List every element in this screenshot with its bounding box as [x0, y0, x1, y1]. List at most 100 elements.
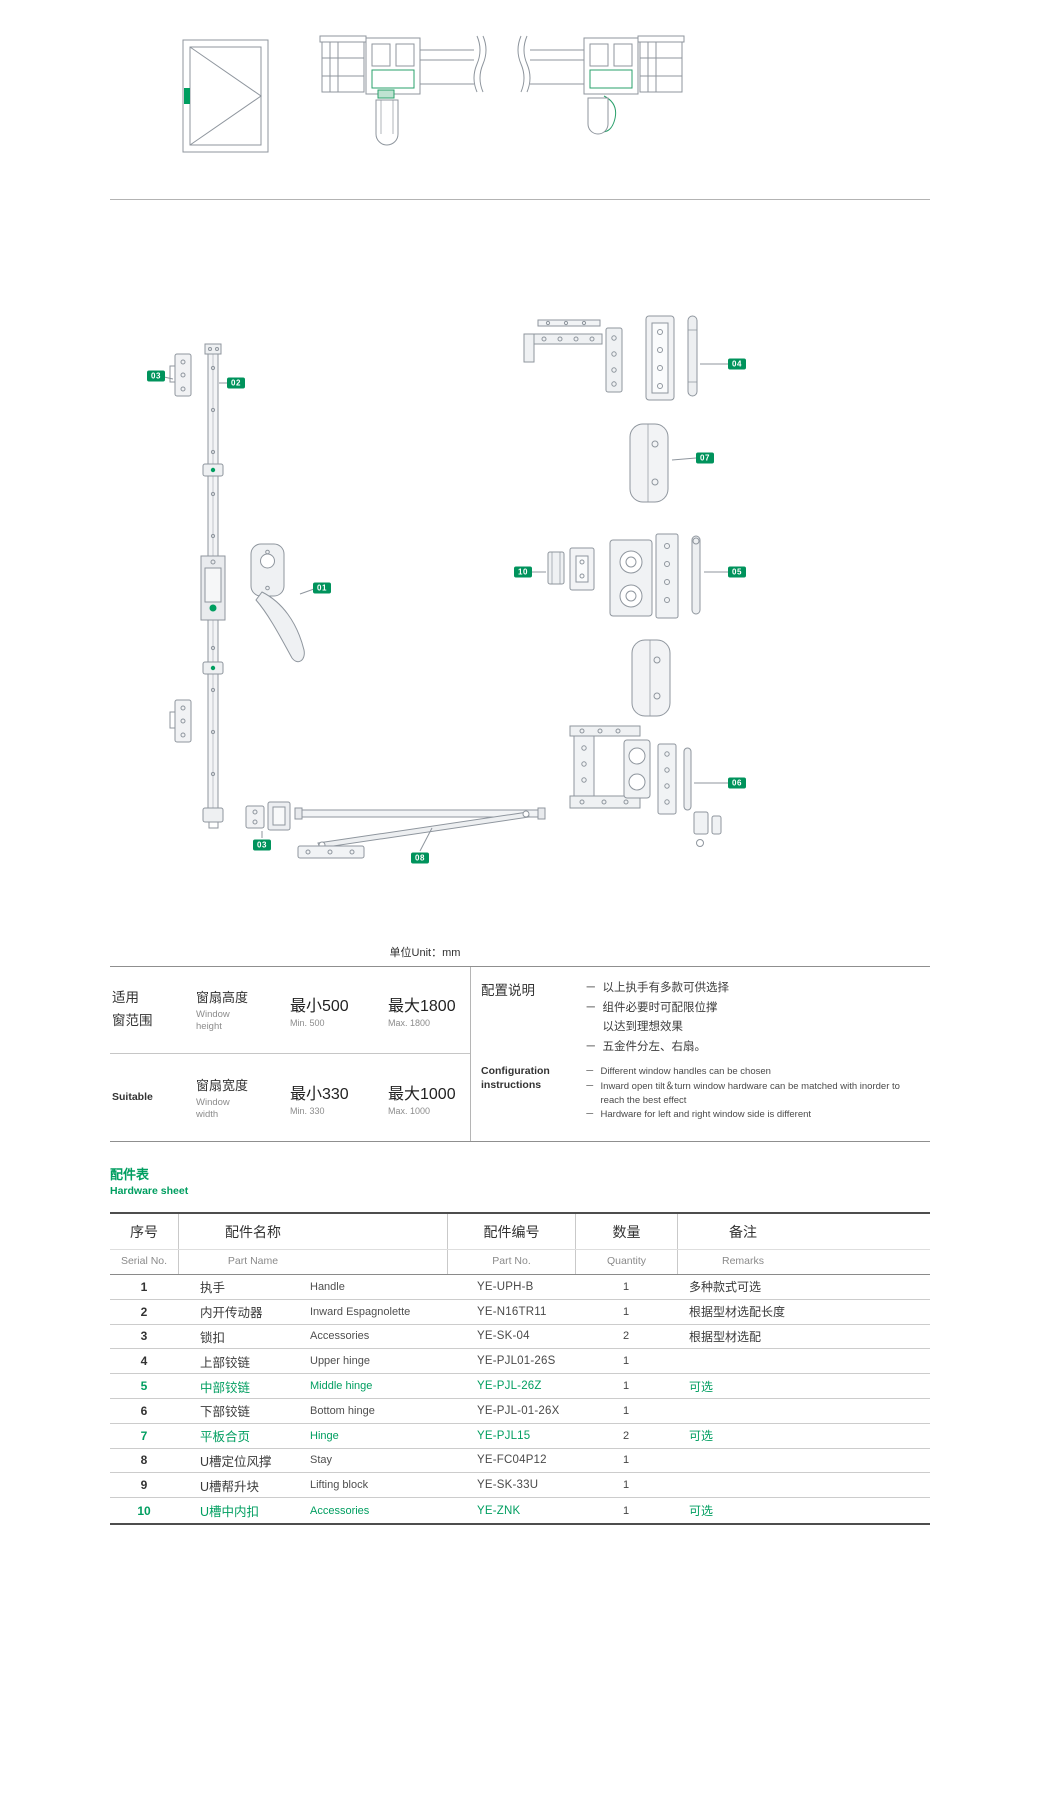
cell-en: Stay — [310, 1454, 333, 1467]
cell-qty: 1 — [622, 1305, 630, 1318]
cell-zh: 下部铰链 — [200, 1405, 251, 1420]
espagnolette-drawing — [200, 343, 226, 829]
cell-rk: 根据型材选配 — [689, 1329, 762, 1344]
col-serial-zh: 序号 — [130, 1224, 158, 1240]
config-bullet: －Hardware for left and right window side… — [585, 1109, 812, 1121]
width-min-zh: 最小330 — [290, 1085, 349, 1103]
config-bullets-zh: －以上执手有多款可供选择 －组件必要时可配限位撑 以达到理想效果 －五金件分左、右扇… — [585, 979, 930, 1065]
height-param-en: Window height — [196, 1009, 230, 1032]
cell-qty: 1 — [622, 1454, 630, 1467]
config-bullet: －五金件分左、右扇。 — [585, 1040, 706, 1053]
height-min-en: Min. 500 — [290, 1018, 325, 1028]
col-name-zh: 配件名称 — [178, 1214, 447, 1249]
height-param-zh: 窗扇高度 — [196, 990, 249, 1006]
cell-en: Handle — [310, 1280, 345, 1293]
cell-no: YE-SK-04 — [477, 1330, 530, 1343]
cell-serial: 6 — [140, 1403, 148, 1418]
cell-zh: U槽帮升块 — [200, 1479, 260, 1494]
cell-en: Lifting block — [310, 1479, 369, 1492]
cell-en: Accessories — [310, 1330, 370, 1343]
cell-en: Accessories — [310, 1504, 370, 1517]
height-min-zh: 最小500 — [290, 998, 349, 1015]
cell-qty: 2 — [622, 1330, 630, 1343]
cell-serial: 9 — [140, 1478, 148, 1493]
cell-rk: 可选 — [689, 1429, 714, 1444]
cell-no: YE-PJL-01-26X — [477, 1404, 560, 1417]
cell-no: YE-PJL01-26S — [477, 1355, 556, 1368]
parts-table-body: 1 执手 Handle YE-UPH-B 1 多种款式可选 2 内开传动器 Inward Esp… — [110, 1275, 930, 1523]
config-title-en: Configuration instructions — [481, 1065, 550, 1091]
width-max-en: Max. 1000 — [388, 1105, 431, 1116]
cell-en: Inward Espagnolette — [310, 1305, 411, 1318]
stay-drawing — [294, 807, 546, 859]
callout-leader-lines — [163, 363, 728, 852]
cell-en: Upper hinge — [310, 1355, 370, 1368]
cell-qty: 1 — [622, 1479, 630, 1492]
col-no-en: Part No. — [447, 1250, 575, 1274]
cell-rk: 可选 — [689, 1504, 714, 1519]
width-min-en: Min. 330 — [290, 1105, 325, 1116]
keeper-drawing — [169, 353, 291, 831]
config-bullet: －以上执手有多款可供选择 — [585, 982, 729, 994]
cell-qty: 1 — [622, 1504, 630, 1517]
col-name-en: Part Name — [178, 1250, 447, 1274]
bottom-hinge-drawing — [569, 725, 722, 847]
specs-table: 适用 窗范围 窗扇高度 Window height 最小500 Min. 500… — [110, 966, 930, 1142]
cell-no: YE-ZNK — [477, 1504, 521, 1517]
cell-rk: 可选 — [689, 1379, 714, 1394]
cell-rk: 多种款式可选 — [689, 1280, 762, 1295]
cell-zh: 锁扣 — [200, 1330, 226, 1345]
cell-serial: 8 — [140, 1453, 148, 1468]
parts-table: 序号 配件名称 配件编号 数量 备注 Serial No. Part Name … — [110, 1212, 930, 1525]
cell-zh: 平板合页 — [200, 1430, 251, 1445]
width-param-en: Window width — [196, 1096, 230, 1120]
range-label-zh: 适用 窗范围 — [112, 990, 153, 1028]
unit-label: 单位Unit：mm — [389, 947, 461, 959]
height-max-en: Max. 1800 — [388, 1018, 431, 1028]
cell-zh: U槽定位风撑 — [200, 1454, 272, 1469]
cell-zh: 执手 — [200, 1281, 226, 1296]
range-label-en: Suitable — [112, 1090, 153, 1103]
col-serial-en: Serial No. — [120, 1255, 168, 1267]
latch-drawing — [547, 547, 595, 591]
handle-drawing — [250, 543, 305, 663]
cell-qty: 2 — [622, 1429, 630, 1442]
handle-mark — [184, 88, 190, 104]
cell-qty: 1 — [622, 1280, 630, 1293]
cell-zh: 内开传动器 — [200, 1306, 263, 1321]
hardware-sheet-title-zh: 配件表 — [110, 1167, 150, 1182]
table-row: 9 U槽帮升块 Lifting block YE-SK-33U 1 — [110, 1473, 930, 1499]
cell-en: Hinge — [310, 1429, 339, 1442]
cell-no: YE-PJL-26Z — [477, 1380, 542, 1393]
config-title-zh: 配置说明 — [481, 983, 535, 998]
table-row: 6 下部铰链 Bottom hinge YE-PJL-01-26X 1 — [110, 1399, 930, 1424]
cell-en: Bottom hinge — [310, 1404, 375, 1417]
cell-no: YE-SK-33U — [477, 1479, 539, 1492]
cell-qty: 1 — [622, 1355, 630, 1368]
window-schematic-drawing — [182, 39, 269, 153]
window-range-section: 适用 窗范围 窗扇高度 Window height 最小500 Min. 500… — [110, 967, 470, 1141]
cell-no: YE-UPH-B — [477, 1280, 534, 1293]
cell-qty: 1 — [622, 1404, 630, 1417]
cell-zh: 中部铰链 — [200, 1380, 251, 1395]
cell-serial: 2 — [140, 1304, 148, 1319]
col-qty-en: Quantity — [575, 1250, 677, 1274]
cell-rk: 根据型材选配长度 — [689, 1305, 786, 1320]
config-bullet: －组件必要时可配限位撑 以达到理想效果 — [585, 1001, 718, 1034]
configuration-section: 配置说明 －以上执手有多款可供选择 －组件必要时可配限位撑 以达到理想效果 －五金件… — [470, 967, 930, 1141]
middle-hinge-drawing — [609, 533, 701, 717]
col-remarks-en: Remarks — [677, 1250, 930, 1274]
col-no-zh: 配件编号 — [447, 1214, 575, 1249]
cell-zh: U槽中内扣 — [200, 1505, 260, 1520]
table-header-en: Serial No. Part Name Part No. Quantity R… — [110, 1250, 930, 1275]
config-bullets-en: －Different window handles can be chosen－… — [585, 1065, 930, 1123]
col-remarks-zh: 备注 — [677, 1214, 930, 1249]
hinge-leaf-drawing — [629, 423, 669, 503]
